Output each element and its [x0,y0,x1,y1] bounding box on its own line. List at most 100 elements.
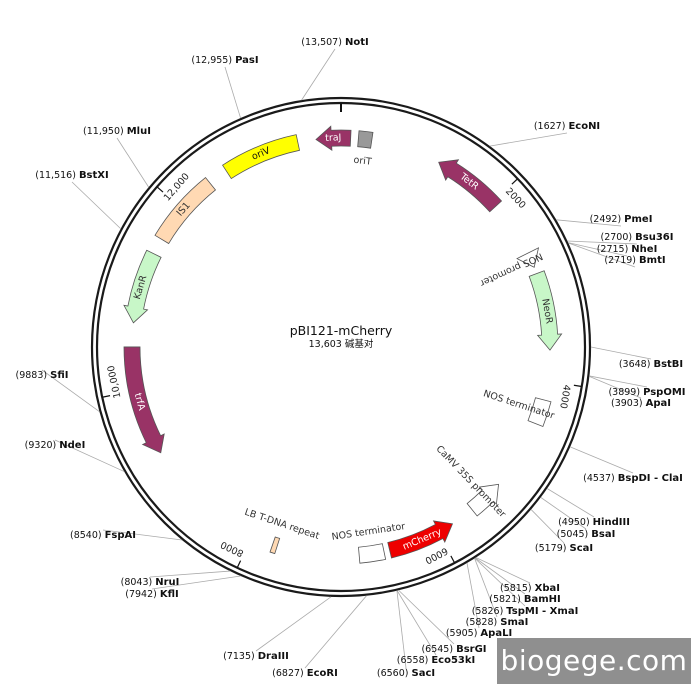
feature-label: LB T-DNA repeat [243,507,321,542]
site-label: (13,507) NotI [301,37,368,48]
site-leader-lines [41,48,652,669]
site-position: (1627) [534,121,569,132]
site-label: (5821) BamHI [489,594,561,605]
site-label: (5826) TspMI - XmaI [472,606,579,617]
tick-mark [236,560,242,569]
feature-kanr [123,249,162,324]
site-name: PmeI [624,214,652,225]
site-name: SfiI [50,370,68,381]
tick-mark [511,178,519,185]
site-leader-line [396,590,407,669]
site-label: (6558) Eco53kI [397,655,476,666]
site-leader-line [398,589,455,645]
feature-trfa [123,346,165,454]
site-leader-line [54,439,125,472]
site-leader-line [530,509,565,544]
site-position: (7942) [125,589,160,600]
site-name: NheI [631,244,657,255]
tick-mark [102,395,111,398]
site-label: (3903) ApaI [611,398,671,409]
site-leader-line [71,181,122,230]
site-leader-line [224,66,241,119]
site-position: (11,950) [83,126,127,137]
site-position: (5826) [472,606,507,617]
site-name: EcoRI [307,668,338,679]
site-label: (6827) EcoRI [272,668,338,679]
site-position: (3648) [619,359,654,370]
site-leader-line [396,590,437,656]
site-label: (7942) KflI [125,589,179,600]
site-position: (13,507) [301,37,345,48]
site-name: PspOMI [643,387,685,398]
site-name: BsaI [591,529,615,540]
site-name: BspDI - ClaI [618,473,683,484]
backbone-outer [90,96,592,598]
site-leader-line [149,570,231,578]
site-name: ScaI [570,543,594,554]
site-label: (8540) FspAI [70,530,136,541]
tick-label: 10,000 [106,364,124,399]
plasmid-name: pBI121-mCherry [290,323,393,338]
feature-camv-35s-promoter [466,483,499,517]
site-leader-line [590,346,652,360]
site-name: TspMI - XmaI [506,606,578,617]
site-label: (2492) PmeI [590,214,653,225]
feature-oriv [222,134,300,180]
feature-label: NeoR [539,298,554,325]
site-position: (5828) [466,617,501,628]
site-leader-line [255,596,332,652]
site-position: (2719) [604,255,639,266]
site-label: (12,955) PasI [191,55,258,66]
site-leader-line [474,558,498,618]
site-name: BsrGI [456,644,486,655]
site-position: (7135) [223,651,258,662]
site-leader-line [116,137,150,188]
site-label: (9320) NdeI [25,440,86,451]
feature-orit [357,130,374,149]
feature-nos-terminator [527,397,552,428]
site-name: ApaI [646,398,671,409]
site-leader-line [489,132,568,147]
site-position: (5179) [535,543,570,554]
site-position: (5905) [446,628,481,639]
site-leader-line [567,240,638,245]
site-label: (2715) NheI [597,244,658,255]
feature-label: trfA [132,392,147,412]
site-name: NdeI [59,440,85,451]
feature-is1 [154,176,217,245]
site-name: ApaLI [480,628,512,639]
feature-tetr [438,159,503,213]
tick-mark [450,555,456,564]
site-name: BstBI [653,359,683,370]
site-position: (2492) [590,214,625,225]
feature-neor [528,270,563,351]
site-name: HindIII [593,517,630,528]
site-label: (3648) BstBI [619,359,683,370]
site-leader-line [589,375,648,388]
site-position: (9883) [16,370,51,381]
tick-mark [156,186,164,193]
site-position: (2715) [597,244,632,255]
site-leader-line [568,242,628,257]
site-label: (4537) BspDI - ClaI [583,473,683,484]
site-label: (5045) BsaI [557,529,616,540]
site-position: (6827) [272,668,307,679]
site-label: (11,950) MluI [83,126,151,137]
site-label: (9883) SfiI [16,370,69,381]
site-label: (2700) Bsu36I [601,232,674,243]
site-leader-line [475,557,531,584]
feature-label: NOS terminator [331,521,406,543]
site-name: MluI [127,126,151,137]
site-position: (4950) [558,517,593,528]
site-label: (5815) XbaI [500,583,560,594]
feature-mcherry [387,520,454,559]
site-name: BstXI [79,170,109,181]
site-position: (5821) [489,594,524,605]
site-leader-line [568,242,636,268]
site-leader-line [474,557,526,607]
site-position: (4537) [583,473,618,484]
site-label: (11,516) BstXI [35,170,108,181]
tick-label: 8000 [219,538,246,558]
site-leader-line [540,497,587,530]
